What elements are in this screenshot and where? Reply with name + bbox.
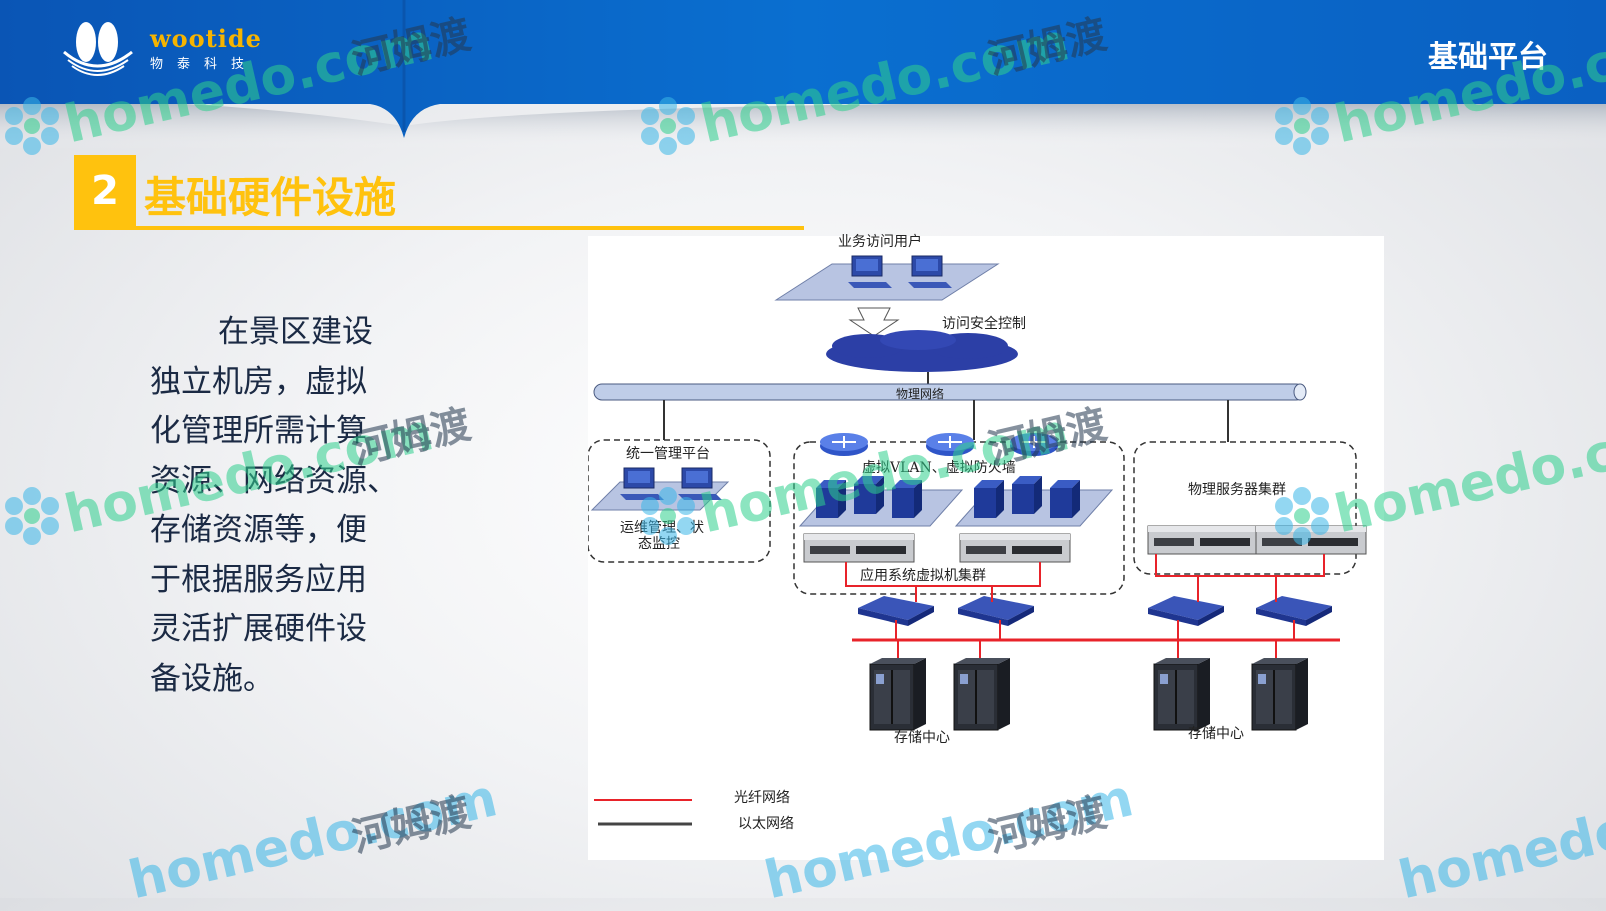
label-virtual: 虚拟VLAN、虚拟防火墙 xyxy=(862,460,1016,476)
storage-rack-icon xyxy=(1153,657,1211,731)
watermark-domain: homedo.com xyxy=(123,768,503,911)
physical-cluster-zone xyxy=(1133,441,1357,575)
section-number-badge: 2 xyxy=(74,155,136,227)
diagram-drawing xyxy=(588,255,1367,826)
section-underline xyxy=(74,226,804,230)
logo-wordmark: wootide xyxy=(150,24,262,53)
body-line: 在景区建设 xyxy=(218,314,373,350)
storage-rack-icon xyxy=(869,657,927,731)
body-line: 化管理所需计算 xyxy=(150,413,367,449)
storage-rack-icon xyxy=(1251,657,1309,731)
body-line: 灵活扩展硬件设 xyxy=(150,611,367,647)
body-paragraph: 在景区建设 独立机房，虚拟 化管理所需计算 资源、网络资源、 存储资源等，便 于… xyxy=(150,308,400,704)
storage-rack-icon xyxy=(953,657,1011,731)
body-line: 存储资源等，便 xyxy=(150,512,367,548)
header-banner: wootide 物泰科技 基础平台 xyxy=(0,0,1606,150)
network-architecture-diagram: 业务访问用户 访问安全控制 物理网络 统一管理平台 运维管理、状 态监控 虚拟V… xyxy=(588,234,1384,860)
security-cloud-icon xyxy=(826,330,1018,372)
label-physical-cluster: 物理服务器集群 xyxy=(1188,482,1286,498)
label-storage-right: 存储中心 xyxy=(1188,726,1244,742)
watermark-chinese: 河姆渡 xyxy=(347,789,475,862)
legend-fiber-label: 光纤网络 xyxy=(734,790,790,806)
virtual-switch-icon xyxy=(925,432,975,457)
body-line: 资源、网络资源、 xyxy=(150,462,398,499)
watermark-domain: homedo.com xyxy=(1393,768,1606,911)
virtual-switch-icon xyxy=(1009,432,1059,457)
body-line: 独立机房，虚拟 xyxy=(150,363,367,400)
server-icon xyxy=(1255,525,1367,555)
company-logo: wootide 物泰科技 xyxy=(62,18,262,78)
server-icon xyxy=(803,533,915,563)
section-title: 基础硬件设施 xyxy=(144,173,397,222)
app-cluster-zone xyxy=(793,441,1125,595)
watermark-flower-icon xyxy=(5,487,59,545)
label-users: 业务访问用户 xyxy=(838,234,922,250)
san-switch-icon xyxy=(1148,596,1224,626)
page-category-title: 基础平台 xyxy=(1428,40,1548,75)
label-storage-left: 存储中心 xyxy=(894,730,950,746)
san-switch-icon xyxy=(958,596,1034,626)
legend-ethernet-label: 以太网络 xyxy=(738,816,794,832)
header-background xyxy=(0,0,1606,150)
label-mgmt-platform: 统一管理平台 xyxy=(626,446,710,462)
body-line: 备设施。 xyxy=(150,660,274,697)
virtual-switch-icon xyxy=(819,432,869,457)
server-icon xyxy=(959,533,1071,563)
label-ops-line2: 态监控 xyxy=(638,536,680,552)
mgmt-platform-zone xyxy=(588,439,771,563)
label-app-cluster: 应用系统虚拟机集群 xyxy=(860,568,986,584)
label-physical-network: 物理网络 xyxy=(896,387,945,401)
label-security: 访问安全控制 xyxy=(942,316,1026,332)
server-icon xyxy=(1147,525,1259,555)
logo-emblem-icon xyxy=(63,22,133,76)
logo-subtitle: 物泰科技 xyxy=(150,57,259,72)
label-ops-line1: 运维管理、状 xyxy=(620,520,704,536)
body-line: 于根据服务应用 xyxy=(150,561,367,598)
